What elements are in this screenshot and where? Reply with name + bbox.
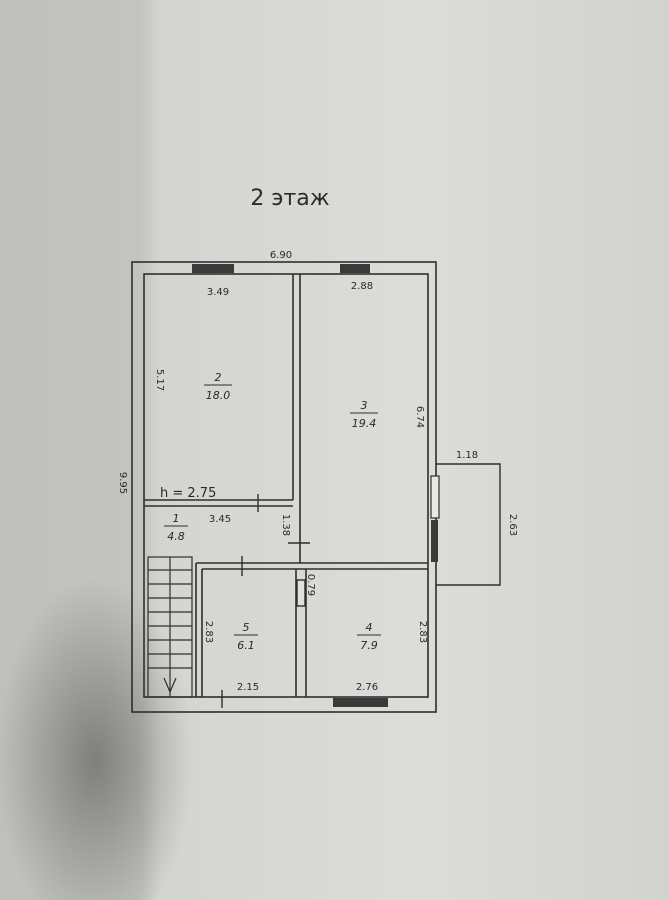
room-1-label: 1 4.8 bbox=[164, 512, 188, 543]
door-room4 bbox=[296, 579, 306, 607]
plan-title: 2 этаж bbox=[250, 186, 329, 211]
outer-wall-inner-line bbox=[143, 273, 429, 698]
dim-corridor-depth: 1.38 bbox=[280, 514, 291, 536]
dim-room5-width: 2.15 bbox=[237, 682, 259, 693]
balcony-door bbox=[430, 475, 440, 519]
staircase bbox=[147, 556, 193, 698]
interior-walls bbox=[144, 274, 428, 697]
room-number: 5 bbox=[243, 621, 250, 634]
room-labels: 1 4.8 2 18.0 3 19.4 4 7.9 5 6.1 bbox=[164, 371, 381, 652]
ceiling-height: h = 2.75 bbox=[160, 486, 216, 501]
room-2-label: 2 18.0 bbox=[204, 371, 232, 402]
room-4-label: 4 7.9 bbox=[357, 621, 381, 652]
dim-balcony-depth: 2.63 bbox=[507, 514, 518, 536]
room-number: 3 bbox=[361, 399, 368, 412]
room-area: 6.1 bbox=[237, 639, 255, 652]
room-area: 4.8 bbox=[167, 530, 185, 543]
door-marks bbox=[221, 494, 310, 708]
dim-room4-width: 2.76 bbox=[356, 682, 378, 693]
dim-overall-width: 6.90 bbox=[270, 250, 292, 261]
room-area: 7.9 bbox=[360, 639, 378, 652]
dim-room2-width: 3.49 bbox=[207, 287, 229, 298]
dim-corridor-width: 3.45 bbox=[209, 514, 231, 525]
dim-balcony-width: 1.18 bbox=[456, 450, 478, 461]
dim-room2-height: 5.17 bbox=[154, 369, 165, 391]
dim-door-width: 0.79 bbox=[305, 574, 316, 596]
dim-overall-height: 9.95 bbox=[117, 472, 128, 494]
room-area: 18.0 bbox=[206, 389, 231, 402]
window-right bbox=[431, 520, 438, 562]
room-3-label: 3 19.4 bbox=[350, 399, 378, 430]
dim-room3-width: 2.88 bbox=[351, 281, 373, 292]
room-number: 4 bbox=[366, 621, 373, 634]
room-area: 19.4 bbox=[352, 417, 377, 430]
dimension-labels: 6.90 3.49 2.88 5.17 6.74 9.95 1.18 2.63 … bbox=[117, 250, 518, 693]
stair-arrow-icon bbox=[163, 677, 177, 694]
dim-room3-height: 6.74 bbox=[414, 406, 425, 428]
dim-room5-height: 2.83 bbox=[203, 621, 214, 643]
balcony bbox=[436, 463, 501, 586]
room-number: 2 bbox=[215, 371, 222, 384]
room-number: 1 bbox=[173, 512, 180, 525]
dim-room4-height: 2.83 bbox=[417, 621, 428, 643]
window-top-left bbox=[192, 264, 234, 273]
window-bottom bbox=[333, 698, 388, 707]
balcony-outline bbox=[436, 463, 501, 586]
window-top-right bbox=[340, 264, 370, 273]
room-5-label: 5 6.1 bbox=[234, 621, 258, 652]
